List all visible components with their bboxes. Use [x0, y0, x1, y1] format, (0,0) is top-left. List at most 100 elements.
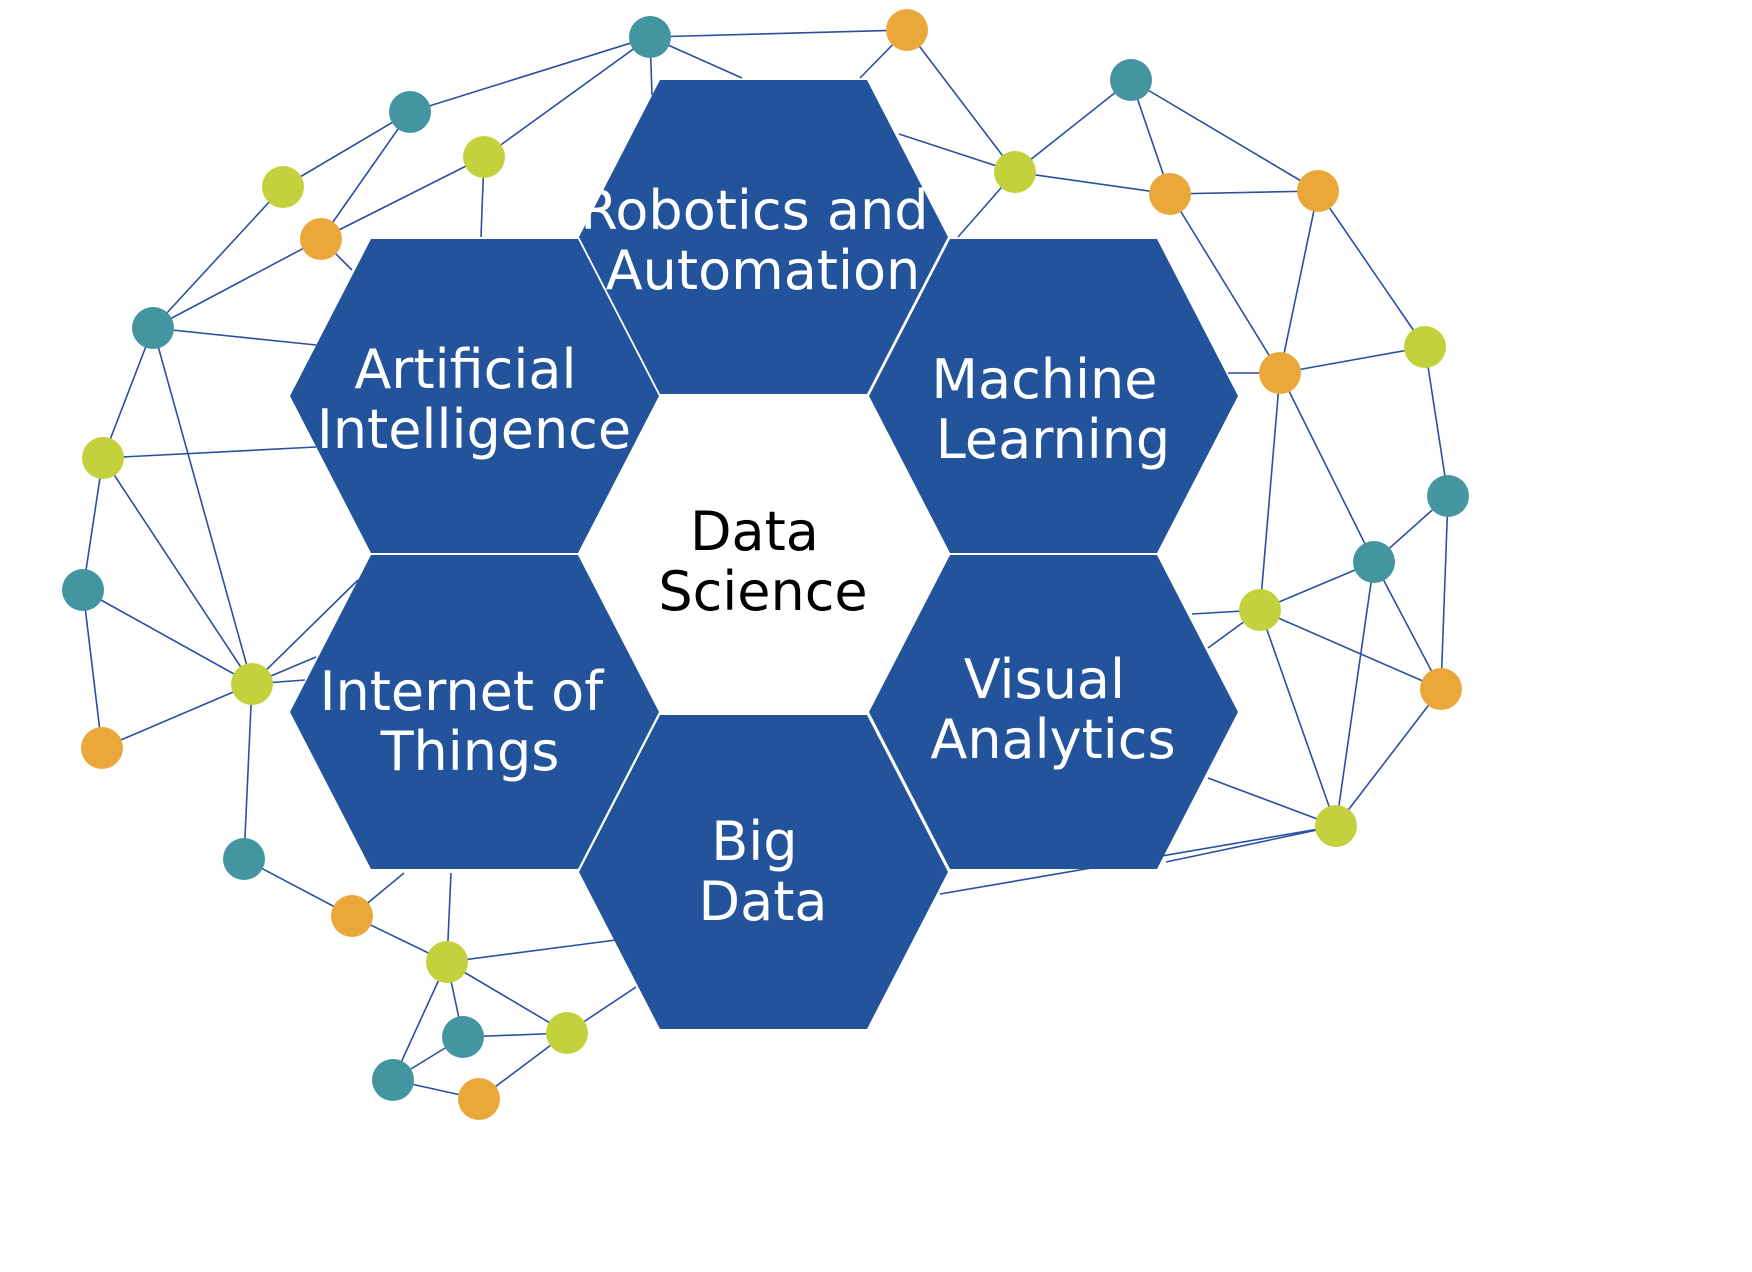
network-node-teal	[1427, 475, 1469, 517]
network-node-orange	[1259, 352, 1301, 394]
center-hexagon-data-science: Data Science	[658, 500, 867, 623]
hexagon-artificial-intelligence: Artificial Intelligence	[290, 239, 659, 553]
network-edge	[1335, 688, 1442, 827]
network-node-lime	[231, 663, 273, 705]
hexagon-label-line2: Things	[380, 720, 560, 783]
network-edge	[1207, 777, 1337, 827]
network-edge	[1279, 372, 1375, 563]
hexagon-label-line2: Analytics	[930, 708, 1175, 771]
network-edge	[1014, 171, 1171, 195]
network-edge	[1259, 609, 1337, 827]
network-edge	[82, 457, 104, 591]
network-edge	[1165, 825, 1337, 863]
network-node-lime	[1239, 589, 1281, 631]
network-edge	[1440, 495, 1449, 690]
network-edge	[82, 589, 103, 749]
network-edge	[1317, 190, 1426, 348]
network-node-orange	[81, 727, 123, 769]
network-edge	[102, 446, 317, 459]
network-node-lime	[262, 166, 304, 208]
hexagon-label-line2: Intelligence	[317, 398, 631, 461]
hexagon-label-line2: Automation	[606, 239, 921, 302]
network-edge	[1279, 190, 1319, 374]
network-edge	[152, 327, 317, 346]
hexagon-label-line1: Big	[711, 810, 797, 873]
network-node-lime	[1315, 805, 1357, 847]
network-edge	[152, 238, 322, 329]
network-edge	[82, 589, 253, 685]
hexagon-label-line1: Artificial	[354, 338, 576, 401]
network-node-orange	[300, 218, 342, 260]
hexagon-cluster: Robotics and Automation Artificial Intel…	[290, 80, 1238, 1029]
hexagon-robotics-and-automation: Robotics and Automation	[579, 80, 948, 394]
network-node-teal	[442, 1016, 484, 1058]
network-edge	[483, 36, 651, 158]
network-node-orange	[1420, 668, 1462, 710]
hexagon-label: Internet of Things	[320, 660, 621, 783]
network-edge	[101, 683, 253, 749]
hexagon-label-line1: Machine	[931, 348, 1157, 411]
hexagon-label-line2: Learning	[936, 408, 1170, 471]
center-label-line2: Science	[658, 560, 867, 623]
network-node-teal	[62, 569, 104, 611]
network-edge	[1424, 346, 1449, 497]
hexagon-label-line2: Data	[699, 870, 828, 933]
hexagon-visual-analytics: Visual Analytics	[869, 555, 1238, 869]
hexagon-label-line1: Robotics and	[580, 179, 928, 242]
network-edge	[906, 29, 1016, 173]
hexagon-label-line1: Visual	[964, 648, 1125, 711]
network-node-lime	[463, 136, 505, 178]
network-edge	[409, 36, 651, 113]
network-node-teal	[372, 1059, 414, 1101]
hexagon-label-line1: Internet of	[320, 660, 606, 723]
hexagon-label: Big Data	[699, 810, 828, 933]
network-edge	[102, 327, 154, 459]
hexagon-label: Artificial Intelligence	[317, 338, 631, 461]
network-edge	[1259, 609, 1442, 690]
network-edge	[282, 111, 411, 188]
hexagon-label: Robotics and Automation	[580, 179, 945, 302]
hexagon-internet-of-things: Internet of Things	[290, 555, 659, 869]
network-edge	[320, 156, 485, 240]
network-edge	[1169, 190, 1319, 195]
network-edge	[102, 457, 253, 685]
network-node-orange	[458, 1078, 500, 1120]
network-node-teal	[132, 307, 174, 349]
network-node-lime	[426, 941, 468, 983]
network-edge	[1259, 372, 1281, 611]
network-edge	[1014, 79, 1132, 173]
center-label: Data Science	[658, 500, 867, 623]
network-edge	[1373, 561, 1442, 690]
network-node-teal	[1110, 59, 1152, 101]
network-edge	[392, 961, 448, 1081]
network-nodes	[62, 9, 1469, 1120]
network-edge	[1279, 346, 1426, 374]
network-edge	[649, 29, 908, 38]
network-edge	[320, 111, 411, 240]
network-edge	[152, 186, 284, 329]
network-node-teal	[1353, 541, 1395, 583]
hexagon-label: Machine Learning	[931, 348, 1174, 471]
network-edge	[243, 683, 253, 860]
network-node-orange	[331, 895, 373, 937]
network-node-teal	[629, 16, 671, 58]
network-node-orange	[1297, 170, 1339, 212]
network-edge	[1130, 79, 1319, 192]
network-node-lime	[1404, 326, 1446, 368]
network-edge	[446, 961, 568, 1034]
network-node-lime	[82, 437, 124, 479]
hexagon-big-data: Big Data	[579, 715, 948, 1029]
network-node-orange	[1149, 173, 1191, 215]
network-edge	[152, 327, 253, 685]
network-edge	[1169, 193, 1281, 374]
network-node-lime	[546, 1012, 588, 1054]
hexagon-machine-learning: Machine Learning	[869, 239, 1238, 553]
network-edge	[1335, 561, 1375, 827]
network-edge	[446, 939, 617, 963]
hexagon-label: Visual Analytics	[930, 648, 1175, 771]
network-node-teal	[223, 838, 265, 880]
network-node-lime	[994, 151, 1036, 193]
network-node-teal	[389, 91, 431, 133]
center-label-line1: Data	[690, 500, 819, 563]
